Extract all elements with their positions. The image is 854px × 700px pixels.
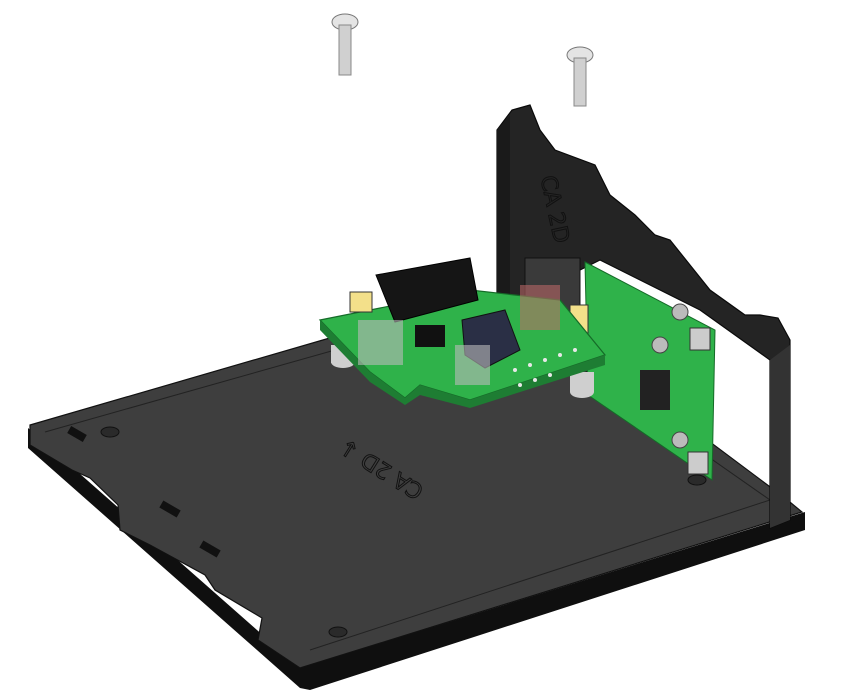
screw-left	[331, 13, 359, 76]
enclosure-side-wall: CA 2D	[496, 104, 791, 529]
side-pcb	[524, 257, 716, 481]
screw-right	[566, 46, 594, 107]
box-header-connector	[375, 257, 479, 323]
main-pcb	[318, 257, 607, 408]
